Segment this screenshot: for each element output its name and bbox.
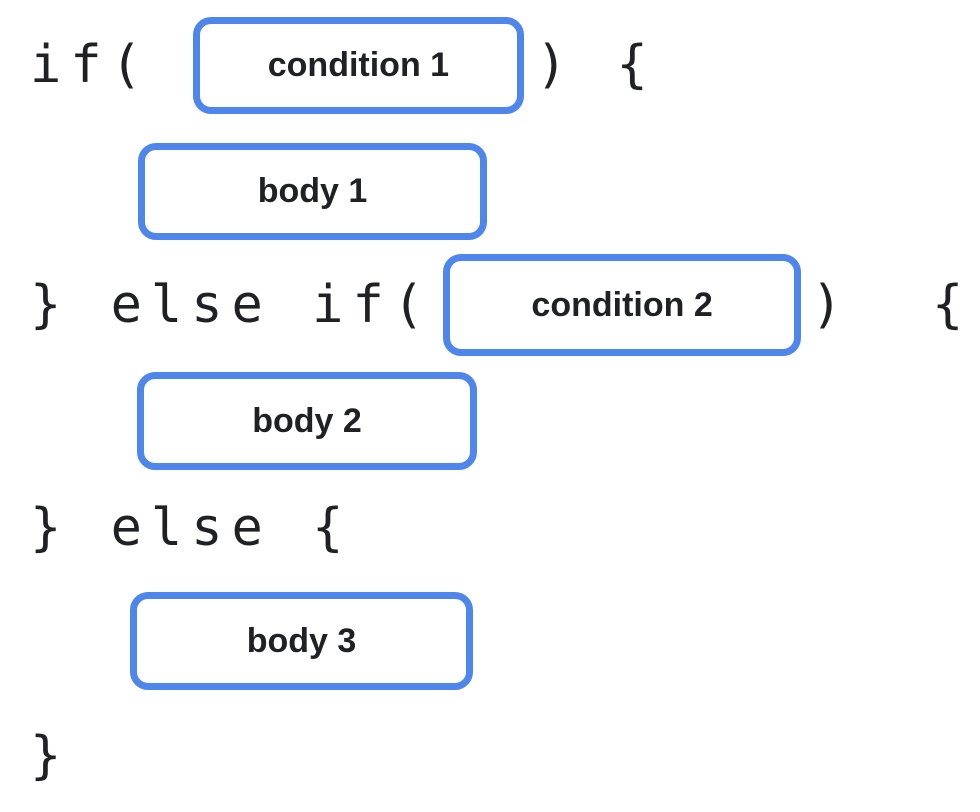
code-token-closing-brace: }	[30, 726, 71, 786]
body-1-box: body 1	[138, 143, 487, 240]
code-token-close-paren-open-brace-2: ) {	[811, 275, 973, 335]
code-line-else-if: } else if( condition 2 ) {	[0, 240, 980, 370]
condition-1-label: condition 1	[267, 45, 450, 84]
body-1-row: body 1	[0, 130, 980, 240]
condition-2-label: condition 2	[531, 285, 713, 324]
body-2-box: body 2	[137, 372, 477, 470]
condition-2-box: condition 2	[443, 254, 802, 356]
code-line-else: } else {	[0, 470, 980, 585]
code-token-else-if-open: } else if(	[30, 275, 434, 335]
body-2-row: body 2	[0, 370, 980, 470]
code-line-closing-brace: }	[0, 700, 980, 812]
body-3-box: body 3	[130, 592, 473, 690]
body-3-label: body 3	[246, 621, 357, 660]
code-token-close-paren-open-brace-1: ) {	[535, 35, 657, 95]
body-2-label: body 2	[252, 401, 362, 440]
code-token-else-open: } else {	[30, 497, 353, 558]
condition-1-box: condition 1	[192, 16, 524, 114]
code-token-if-open: if(	[30, 35, 151, 95]
body-1-label: body 1	[257, 172, 368, 210]
code-line-if: if( condition 1 ) {	[0, 0, 980, 130]
body-3-row: body 3	[0, 585, 980, 690]
